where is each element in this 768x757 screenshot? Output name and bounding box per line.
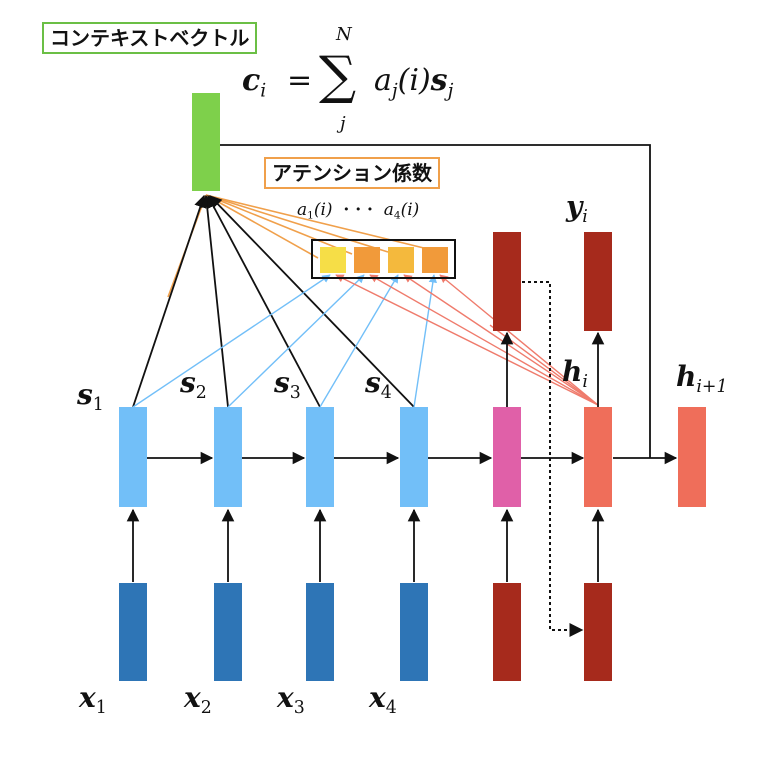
encoder-to-context-arrows bbox=[132, 194, 415, 408]
blue-line-s1 bbox=[132, 274, 331, 408]
label-x3: x3 bbox=[277, 681, 305, 719]
formula-equals: = bbox=[287, 63, 313, 98]
decoder-input-0 bbox=[493, 583, 521, 681]
output-feedback-dotted bbox=[522, 281, 584, 637]
input-x3 bbox=[306, 583, 334, 681]
label-x4: x4 bbox=[369, 681, 397, 719]
formula-sum-symbol: ∑ bbox=[319, 46, 357, 106]
label-yi: yi bbox=[566, 190, 588, 228]
input-x4 bbox=[400, 583, 428, 681]
encoder-to-attention-lines bbox=[132, 274, 438, 408]
red-line-a4 bbox=[439, 274, 599, 406]
decoder-output-prev bbox=[493, 232, 521, 331]
label-x2: x2 bbox=[184, 681, 212, 719]
attn-line-orange bbox=[205, 194, 319, 259]
attention-weights-frame bbox=[311, 239, 456, 279]
formula-rhs: aj(i)sj bbox=[374, 63, 454, 102]
label-x1: x1 bbox=[79, 681, 107, 719]
label-s2: s2 bbox=[180, 366, 207, 404]
encoder-state-s4 bbox=[400, 407, 428, 507]
blue-line-s3 bbox=[319, 274, 399, 408]
arrow-s4-context bbox=[209, 195, 415, 408]
arrow-s1-context bbox=[132, 194, 207, 408]
input-x2 bbox=[214, 583, 242, 681]
attention-weight-a4 bbox=[422, 247, 448, 273]
label-s4: s4 bbox=[365, 366, 392, 404]
arrow-s3-context bbox=[207, 194, 321, 408]
decoder-input-i bbox=[584, 583, 612, 681]
red-line-a2 bbox=[369, 274, 599, 406]
label-hi: hi bbox=[562, 355, 588, 393]
attention-coeff-label: アテンション係数 bbox=[264, 157, 440, 189]
encoder-state-s1 bbox=[119, 407, 147, 507]
label-hnext: hi+1 bbox=[676, 360, 728, 398]
red-line-a1 bbox=[335, 274, 599, 406]
label-s3: s3 bbox=[274, 366, 301, 404]
formula-sum-upper: N bbox=[336, 24, 352, 45]
input-arrows bbox=[126, 331, 605, 582]
label-s1: s1 bbox=[77, 378, 104, 416]
attn-line-orange bbox=[205, 194, 389, 253]
context-formula-lhs: ci bbox=[242, 63, 267, 102]
attention-weight-a1 bbox=[320, 247, 346, 273]
decoder-output-yi bbox=[584, 232, 612, 331]
formula-sum-lower: j bbox=[340, 113, 346, 134]
decoder-state-initial bbox=[493, 407, 521, 507]
attn-line-orange bbox=[205, 194, 353, 255]
decoder-state-hnext bbox=[678, 407, 706, 507]
context-vector-block bbox=[192, 93, 220, 191]
encoder-state-s2 bbox=[214, 407, 242, 507]
attention-range-label: a1(i) · · · a4(i) bbox=[297, 200, 420, 222]
attention-weight-a3 bbox=[388, 247, 414, 273]
input-x1 bbox=[119, 583, 147, 681]
encoder-state-s3 bbox=[306, 407, 334, 507]
blue-line-s2 bbox=[227, 274, 365, 408]
context-feedback-line bbox=[220, 144, 651, 458]
arrow-s2-context bbox=[200, 194, 229, 408]
decoder-state-hi bbox=[584, 407, 612, 507]
attention-weight-a2 bbox=[354, 247, 380, 273]
context-vector-label: コンテキストベクトル bbox=[42, 22, 258, 54]
blue-line-s4 bbox=[413, 274, 438, 408]
